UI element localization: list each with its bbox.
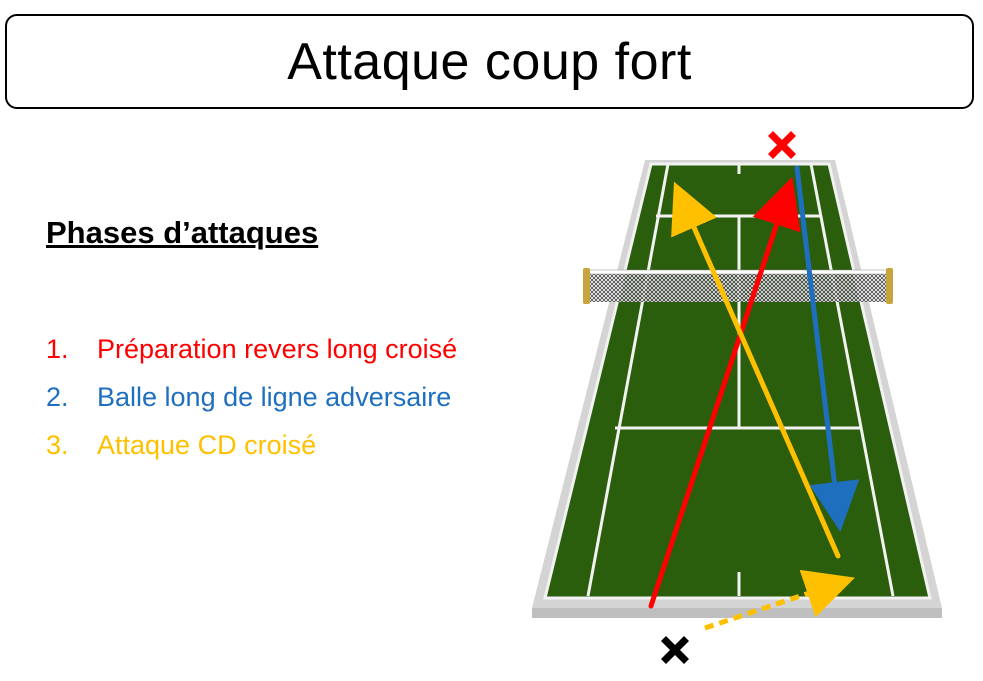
phase-number: 3. <box>46 429 69 460</box>
right-singles-line <box>809 163 895 597</box>
page-title: Attaque coup fort <box>287 32 692 91</box>
net <box>583 268 893 304</box>
phase-text: Attaque CD croisé <box>97 429 317 460</box>
arrow-phase-2 <box>794 165 860 532</box>
phase-item-3: 3. Attaque CD croisé <box>46 421 494 469</box>
arrow-phase-1 <box>648 177 801 609</box>
phases-heading: Phases d’attaques <box>46 215 319 250</box>
left-singles-line <box>586 163 670 597</box>
player-cross-icon <box>661 636 689 664</box>
net-tape <box>587 269 891 275</box>
opponent-cross-icon <box>768 131 796 159</box>
net-post-right <box>886 268 893 304</box>
title-box: Attaque coup fort <box>5 14 974 109</box>
phase-item-1: 1. Préparation revers long croisé <box>46 325 494 373</box>
arrow-player-move <box>704 569 855 631</box>
phase-text: Balle long de ligne adversaire <box>97 381 452 412</box>
phases-list: 1. Préparation revers long croisé 2. Bal… <box>46 325 494 469</box>
outer-boundary-line <box>543 162 932 600</box>
net-post-left <box>583 268 590 304</box>
phase-number: 2. <box>46 381 69 412</box>
phase-number: 1. <box>46 333 69 364</box>
arrow-phase-3 <box>671 181 841 559</box>
phase-item-2: 2. Balle long de ligne adversaire <box>46 373 494 421</box>
phase-text: Préparation revers long croisé <box>97 333 458 364</box>
net-mesh <box>588 272 890 302</box>
